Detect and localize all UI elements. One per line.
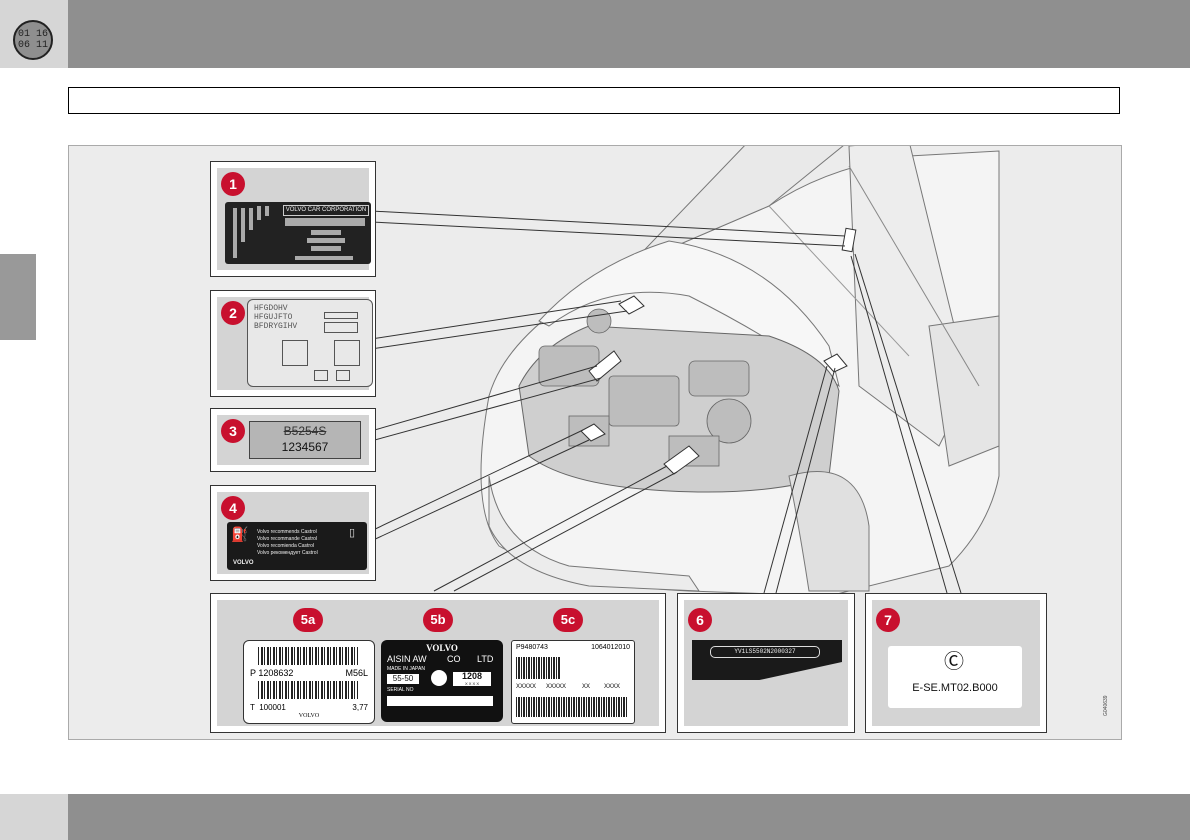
footer-corner [0, 794, 68, 840]
oil-line: Volvo recommande Castrol [257, 536, 318, 542]
car-illustration [370, 146, 1000, 597]
oil-brand: VOLVO [233, 560, 254, 566]
label5c-x3: XX [582, 684, 591, 690]
label5a-t: T 100001 [250, 703, 286, 712]
callout-5b: 5b [423, 608, 453, 632]
label-panel-4: 4 ⛽ ▯ Volvo recommends Castrol Volvo rec… [210, 485, 376, 581]
label-panel-6: 6 YV1LS5502N2000327 [677, 593, 855, 733]
label5c-x4: XXXX [604, 684, 621, 690]
label5a-brand: VOLVO [298, 713, 320, 719]
engine-model: B5254S [283, 424, 327, 438]
label5b-serial: SERIAL NO [387, 687, 414, 693]
label-panel-3: 3 B5254S 1234567 [210, 408, 376, 472]
label-location-figure: 1 VOLVO CAR CORPORATION 2 HFGDOHV HFGUJF… [68, 145, 1122, 740]
label-panel-2: 2 HFGDOHV HFGUJFTO BFDRYGIHV [210, 290, 376, 397]
label5b-xs: X X X X [464, 681, 479, 686]
callout-1: 1 [221, 172, 245, 196]
label-panel-5: 5a 5b 5c P 1208632 M56L T 100001 3,77 VO… [210, 593, 666, 733]
oil-can-icon: ⛽ [231, 526, 249, 542]
oil-label: ⛽ ▯ Volvo recommends Castrol Volvo recom… [227, 522, 367, 570]
oil-line: Volvo recomienda Castrol [257, 543, 314, 549]
cert-code: E-SE.MT02.B000 [912, 682, 998, 694]
label-panel-7: 7 Ⓒ E-SE.MT02.B000 [865, 593, 1047, 733]
label5c-x1: XXXXX [516, 684, 537, 690]
label2-line: HFGUJFTO [254, 313, 293, 322]
certification-label: Ⓒ E-SE.MT02.B000 [888, 646, 1022, 708]
callout-3: 3 [221, 419, 245, 443]
header-bar [68, 0, 1190, 68]
label5a-m: M56L [345, 668, 368, 678]
callout-6: 6 [688, 608, 712, 632]
label5c-x2: XXXXX [546, 684, 567, 690]
label5b-num: 1208 [453, 672, 491, 686]
engine-label: B5254S 1234567 [249, 421, 361, 459]
oil-line: Volvo recommends Castrol [257, 529, 317, 535]
section-heading-box [68, 87, 1120, 114]
callout-7: 7 [876, 608, 900, 632]
chapter-badge-line: 01 16 [17, 29, 48, 40]
vin-number: YV1LS5502N2000327 [710, 646, 820, 658]
label5c-p: P9480743 [516, 644, 548, 651]
gearbox-label-5c: P9480743 1064012010 XXXXX XXXXX XX XXXX [511, 640, 635, 724]
callout-4: 4 [221, 496, 245, 520]
oil-line: Volvo рекомендует Castrol [257, 550, 318, 556]
label2-line: HFGDOHV [254, 304, 288, 313]
label5b-ltd: LTD [477, 654, 494, 664]
callout-5a: 5a [293, 608, 323, 632]
seal-circle-icon [431, 670, 447, 686]
label1-title: VOLVO CAR CORPORATION [283, 205, 369, 216]
chapter-side-tab [0, 254, 36, 340]
label5b-co: CO [447, 654, 461, 664]
callout-2: 2 [221, 301, 245, 325]
label5b-made: MADE IN JAPAN [387, 666, 425, 672]
chapter-badge: 01 16 06 11 [13, 20, 53, 60]
vin-label: YV1LS5502N2000327 [692, 640, 842, 680]
label-panel-1: 1 VOLVO CAR CORPORATION [210, 161, 376, 277]
manual-book-icon: ▯ [349, 527, 356, 539]
paint-label: HFGDOHV HFGUJFTO BFDRYGIHV [247, 299, 373, 387]
label5a-p: P 1208632 [250, 668, 294, 678]
label5b-maker: AISIN AW [387, 654, 427, 664]
label5b-code: 55-50 [387, 674, 419, 684]
chapter-badge-line: 06 11 [17, 40, 48, 51]
footer-bar [68, 794, 1190, 840]
callout-5c: 5c [553, 608, 583, 632]
label5b-brand: VOLVO [426, 643, 458, 653]
gost-cert-icon: Ⓒ [944, 651, 964, 673]
gearbox-label-5a: P 1208632 M56L T 100001 3,77 VOLVO [243, 640, 375, 724]
label5c-n: 1064012010 [591, 644, 630, 651]
engine-serial: 1234567 [281, 440, 329, 454]
figure-code: G040639 [1103, 695, 1109, 716]
label2-line: BFDRYGIHV [254, 322, 298, 331]
vehicle-plate-label: VOLVO CAR CORPORATION [225, 202, 371, 264]
label5a-ratio: 3,77 [352, 703, 368, 712]
gearbox-label-5b: VOLVO AISIN AW CO LTD MADE IN JAPAN 55-5… [381, 640, 503, 722]
